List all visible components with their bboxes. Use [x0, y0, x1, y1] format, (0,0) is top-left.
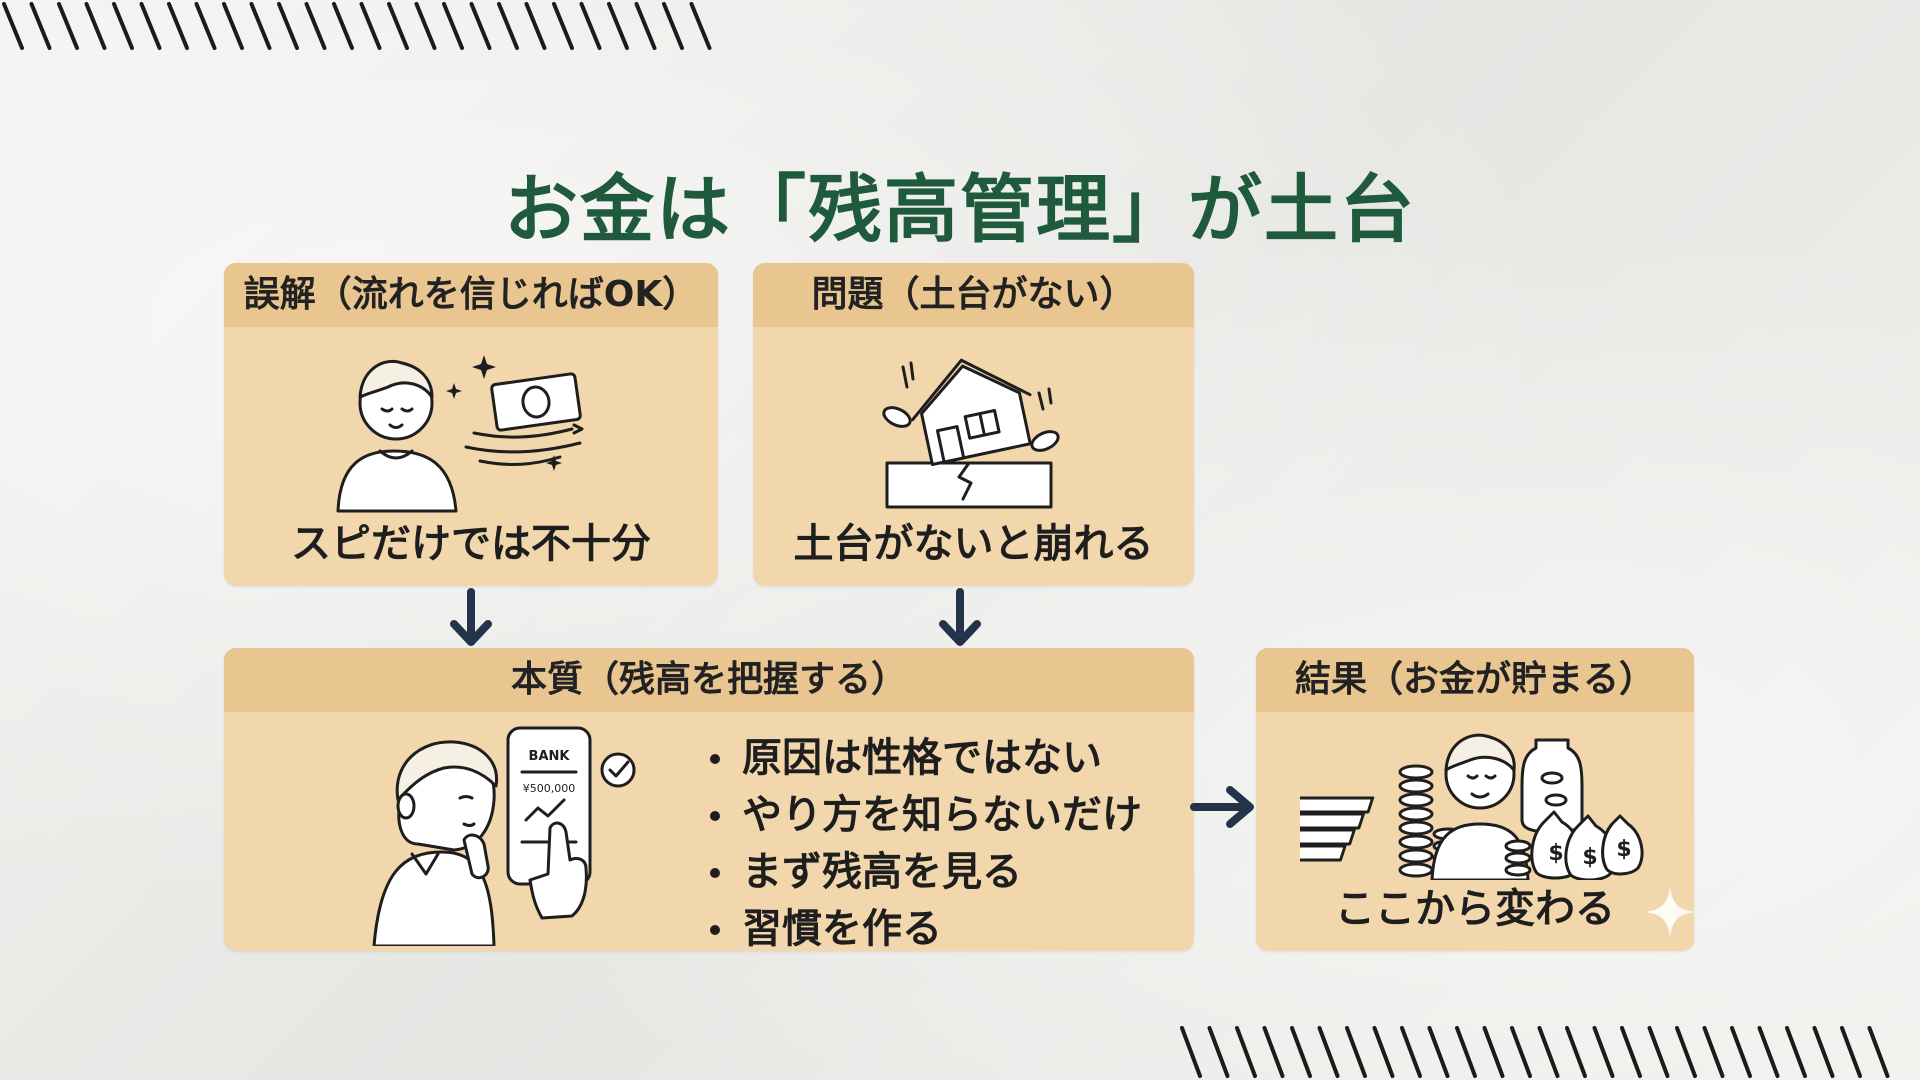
- hatch-stroke: [1675, 1026, 1697, 1078]
- sparkle-icon: [1644, 886, 1696, 938]
- svg-text:$: $: [1582, 845, 1597, 870]
- hatch-stroke: [222, 2, 244, 50]
- hatch-stroke: [139, 2, 162, 50]
- bank-label: BANK: [529, 749, 571, 764]
- hatch-stroke: [1290, 1026, 1312, 1078]
- hatch-stroke: [84, 2, 107, 50]
- hatch-stroke: [387, 2, 409, 50]
- bullet-item: 原因は性格ではない: [702, 730, 1142, 787]
- hatch-stroke: [2, 2, 24, 50]
- hatch-stroke: [112, 2, 134, 50]
- essence-heading: 本質（残高を把握する）: [224, 648, 1194, 712]
- hatch-stroke: [332, 2, 354, 50]
- hatch-decoration-bottom: [1180, 1026, 1890, 1078]
- hatch-stroke: [1537, 1026, 1560, 1078]
- hatch-stroke: [57, 2, 79, 50]
- hatch-stroke: [1647, 1026, 1670, 1078]
- hatch-stroke: [1730, 1026, 1752, 1078]
- hatch-stroke: [1840, 1026, 1862, 1078]
- hatch-stroke: [552, 2, 574, 50]
- result-panel: 結果（お金が貯まる）: [1256, 648, 1694, 951]
- hatch-stroke: [1400, 1026, 1422, 1078]
- misunderstanding-panel: 誤解（流れを信じればOK） スピだけでは不十分: [224, 263, 718, 586]
- hatch-stroke: [579, 2, 602, 50]
- svg-text:$: $: [1548, 841, 1563, 866]
- hatch-stroke: [359, 2, 382, 50]
- result-caption: ここから変わる: [1335, 886, 1615, 932]
- hatch-stroke: [1345, 1026, 1367, 1078]
- svg-text:$: $: [1616, 837, 1631, 862]
- bullet-item: 習慣を作る: [702, 901, 1142, 951]
- hatch-stroke: [1565, 1026, 1587, 1078]
- hatch-stroke: [304, 2, 327, 50]
- arrow-right-icon: [1190, 786, 1254, 828]
- hatch-stroke: [607, 2, 629, 50]
- bullet-item: やり方を知らないだけ: [702, 787, 1142, 844]
- hatch-stroke: [1702, 1026, 1725, 1078]
- hatch-stroke: [277, 2, 299, 50]
- bank-balance: ¥500,000: [523, 782, 576, 795]
- result-heading: 結果（お金が貯まる）: [1256, 648, 1694, 712]
- misunderstanding-heading: 誤解（流れを信じればOK）: [224, 263, 718, 327]
- hatch-stroke: [662, 2, 684, 50]
- hatch-stroke: [414, 2, 437, 50]
- hatch-stroke: [1427, 1026, 1450, 1078]
- hatch-stroke: [524, 2, 547, 50]
- person-with-flying-money-icon: [336, 355, 584, 513]
- hatch-stroke: [1207, 1026, 1230, 1078]
- hatch-stroke: [1510, 1026, 1532, 1078]
- hatch-stroke: [1592, 1026, 1615, 1078]
- hatch-stroke: [469, 2, 492, 50]
- person-checking-bank-app-icon: BANK ¥500,000: [372, 726, 636, 946]
- hatch-stroke: [194, 2, 217, 50]
- hatch-stroke: [634, 2, 657, 50]
- hatch-stroke: [1235, 1026, 1257, 1078]
- problem-panel: 問題（土台がない） 土台がないと崩れる: [753, 263, 1194, 586]
- hatch-stroke: [1317, 1026, 1340, 1078]
- essence-bullet-list: 原因は性格ではない やり方を知らないだけ まず残高を見る 習慣を作る: [702, 730, 1142, 951]
- hatch-stroke: [442, 2, 464, 50]
- bullet-item: まず残高を見る: [702, 844, 1142, 901]
- hatch-stroke: [1812, 1026, 1835, 1078]
- hatch-stroke: [1620, 1026, 1642, 1078]
- hatch-stroke: [1180, 1026, 1202, 1078]
- hatch-stroke: [167, 2, 189, 50]
- hatch-decoration-top: [2, 2, 712, 50]
- arrow-down-icon: [450, 588, 492, 646]
- hatch-stroke: [1455, 1026, 1477, 1078]
- collapsing-house-icon: [882, 358, 1060, 509]
- page-title: お金は「残高管理」が土台: [504, 167, 1416, 253]
- hatch-stroke: [689, 2, 712, 50]
- hatch-stroke: [1867, 1026, 1890, 1078]
- misunderstanding-caption: スピだけでは不十分: [291, 521, 651, 567]
- hatch-stroke: [1262, 1026, 1285, 1078]
- essence-panel: 本質（残高を把握する） BANK ¥500,000 原因は性格ではない やり方を…: [224, 648, 1194, 951]
- problem-caption: 土台がないと崩れる: [793, 521, 1154, 567]
- hatch-stroke: [1757, 1026, 1780, 1078]
- hatch-stroke: [29, 2, 52, 50]
- person-with-money-bags-icon: $ $ $: [1300, 733, 1644, 880]
- hatch-stroke: [1785, 1026, 1807, 1078]
- problem-heading: 問題（土台がない）: [753, 263, 1194, 327]
- arrow-down-icon: [939, 588, 981, 646]
- hatch-stroke: [1482, 1026, 1505, 1078]
- hatch-stroke: [1372, 1026, 1395, 1078]
- hatch-stroke: [497, 2, 519, 50]
- hatch-stroke: [249, 2, 272, 50]
